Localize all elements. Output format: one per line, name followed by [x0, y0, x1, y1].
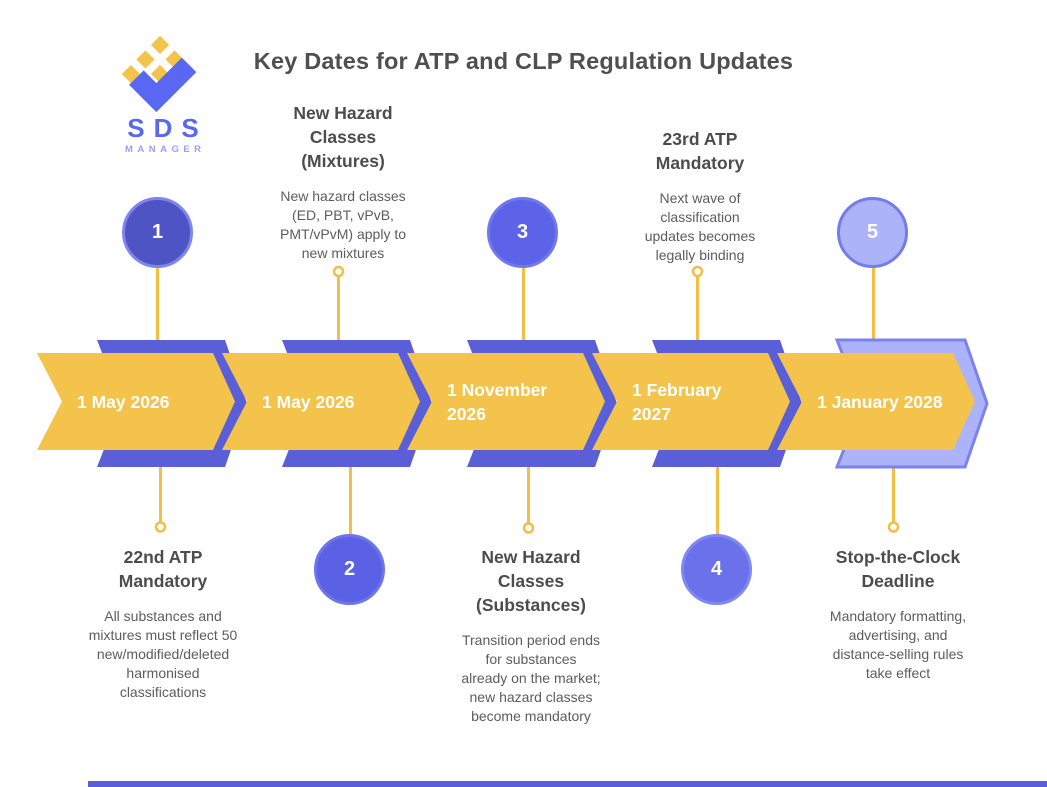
date-label-1: 1 May 2026 [77, 353, 205, 450]
connector-ring-bottom-5 [887, 521, 900, 533]
date-text-5: 1 January 2028 [817, 391, 943, 412]
chevron-arrow-2 [222, 353, 420, 450]
milestone-description-2: New hazard classes (ED, PBT, vPvB, PMT/v… [279, 188, 407, 261]
page-title: Key Dates for ATP and CLP Regulation Upd… [253, 48, 794, 74]
milestone-circle-1: 1 [122, 197, 193, 268]
milestone-text-1: 22nd ATP Mandatory All substances and mi… [78, 545, 248, 702]
logo-diamonds [121, 35, 184, 84]
sds-manager-logo: SDS MANAGER [108, 34, 218, 155]
sds-manager-logo-icon [121, 35, 197, 113]
milestone-text-4: 23rd ATP Mandatory Next wave of classifi… [615, 127, 785, 265]
connector-ring-bottom-3 [522, 522, 535, 534]
date-text-1: 1 May 2026 [77, 391, 170, 412]
chevron-arrow-4 [592, 353, 790, 450]
milestone-number-1: 1 [151, 221, 164, 243]
connector-ring-bottom-1 [154, 521, 167, 533]
milestone-heading-2: New Hazard Classes (Mixtures) [293, 103, 393, 171]
logo-check [129, 57, 197, 113]
chevron-arrows [37, 353, 975, 450]
milestone-text-2: New Hazard Classes (Mixtures) New hazard… [258, 101, 428, 263]
milestone-heading-4: 23rd ATP Mandatory [655, 129, 745, 173]
milestone-number-4: 4 [710, 558, 723, 580]
date-label-5: 1 January 2028 [817, 353, 945, 450]
date-label-2: 1 May 2026 [262, 353, 390, 450]
milestone-circle-3: 3 [487, 197, 558, 268]
milestone-description-4: Next wave of classification updates beco… [644, 190, 756, 263]
milestone-circle-4: 4 [681, 534, 752, 605]
milestone-text-3: New Hazard Classes (Substances) Transiti… [446, 545, 616, 726]
connector-rings [154, 265, 900, 534]
milestone-number-3: 3 [516, 221, 529, 243]
logo-subname: MANAGER [124, 144, 206, 155]
milestone-heading-3: New Hazard Classes (Substances) [476, 547, 586, 615]
milestone-number-5: 5 [866, 221, 879, 243]
milestone-description-5: Mandatory formatting, advertising, and d… [829, 608, 967, 681]
date-text-4: 1 February 2027 [632, 379, 722, 424]
milestone-heading-1: 22nd ATP Mandatory [118, 547, 208, 591]
date-text-2: 1 May 2026 [262, 391, 355, 412]
chevron-arrow-1 [37, 353, 235, 450]
milestone-circle-5: 5 [837, 197, 908, 268]
milestone-heading-5: Stop-the-Clock Deadline [835, 547, 961, 591]
connector-ring-top-2 [332, 265, 345, 278]
milestone-description-3: Transition period ends for substances al… [461, 632, 601, 724]
logo-name: SDS [127, 113, 208, 143]
date-label-4: 1 February 2027 [632, 353, 760, 450]
date-text-3: 1 November 2026 [447, 379, 548, 424]
bottom-accent-bar [88, 781, 1047, 787]
milestone-description-1: All substances and mixtures must reflect… [88, 608, 238, 700]
connector-ring-top-4 [691, 265, 704, 278]
date-label-3: 1 November 2026 [447, 353, 575, 450]
chevron-arrow-3 [407, 353, 605, 450]
milestone-number-2: 2 [343, 558, 356, 580]
milestone-circle-2: 2 [314, 534, 385, 605]
milestone-text-5: Stop-the-Clock Deadline Mandatory format… [813, 545, 983, 683]
chevron-arrow-5 [777, 353, 975, 450]
